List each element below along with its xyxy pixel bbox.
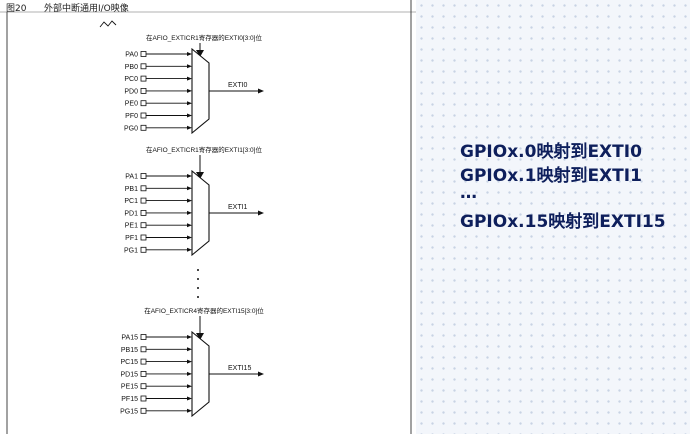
input-pin	[140, 63, 147, 70]
input-pin	[140, 395, 147, 402]
input-arrowhead	[187, 223, 192, 228]
input-pin	[140, 75, 147, 82]
dotted-background	[416, 0, 690, 434]
input-arrowhead	[187, 396, 192, 401]
input-arrowhead	[187, 347, 192, 352]
input-pin	[140, 334, 147, 340]
input-label: PG0	[124, 125, 138, 132]
mapping-line-1: GPIOx.1映射到EXTI1	[460, 166, 642, 186]
mapping-line-15: GPIOx.15映射到EXTI15	[460, 212, 666, 232]
input-arrowhead	[187, 64, 192, 69]
output-label: EXTI15	[228, 365, 251, 372]
input-label: PA0	[125, 52, 138, 59]
input-arrowhead	[187, 235, 192, 240]
input-arrowhead	[187, 210, 192, 215]
input-label: PA1	[125, 174, 138, 181]
input-arrowhead	[187, 335, 192, 339]
input-pin	[140, 370, 147, 377]
output-arrowhead	[258, 210, 264, 216]
input-arrowhead	[187, 101, 192, 106]
input-arrowhead	[187, 384, 192, 389]
input-pin	[140, 222, 147, 229]
multiplexer	[191, 47, 210, 135]
input-arrowhead	[187, 371, 192, 376]
ellipsis-dot	[197, 278, 199, 280]
input-label: PA15	[121, 335, 138, 342]
input-pin	[140, 209, 147, 216]
mapping-ellipsis: …	[460, 183, 477, 203]
input-label: PC1	[124, 198, 138, 205]
caption-pointer	[99, 20, 117, 28]
ellipsis-dot	[197, 287, 199, 289]
input-label: PE1	[125, 223, 138, 230]
multiplexer	[191, 169, 210, 257]
input-arrowhead	[187, 125, 192, 130]
input-pin	[140, 112, 147, 119]
input-label: PE15	[121, 384, 138, 391]
figure-number: 图20	[6, 4, 27, 14]
input-label: PB15	[121, 347, 138, 354]
input-arrowhead	[187, 88, 192, 93]
input-label: PG15	[120, 408, 138, 415]
ellipsis-dot	[197, 269, 199, 271]
input-pin	[140, 197, 147, 204]
input-pin	[140, 185, 147, 192]
register-label: 在AFIO_EXTICR4寄存器的EXTI15[3:0]位	[144, 306, 264, 315]
input-pin	[140, 124, 147, 131]
input-label: PF15	[121, 396, 138, 403]
input-label: PB1	[125, 186, 138, 193]
select-arrowhead	[196, 333, 204, 340]
input-label: PD15	[120, 371, 138, 378]
input-arrowhead	[187, 113, 192, 118]
exti-mapping-diagram: 在AFIO_EXTICR1寄存器的EXTI0[3:0]位 PA0PB0PC0PD0…	[0, 0, 416, 434]
input-arrowhead	[187, 186, 192, 191]
input-pin	[140, 234, 147, 241]
input-label: PC15	[120, 359, 138, 366]
input-arrowhead	[187, 52, 192, 56]
input-pin	[140, 358, 147, 365]
input-pin	[140, 173, 147, 179]
multiplexer	[191, 330, 210, 418]
input-label: PG1	[124, 247, 138, 254]
input-pin	[140, 51, 147, 57]
output-label: EXTI0	[228, 82, 248, 89]
input-label: PF0	[125, 113, 138, 120]
select-arrowhead	[196, 172, 204, 179]
ellipsis-dot	[197, 296, 199, 298]
input-pin	[140, 88, 147, 94]
input-pin	[140, 346, 147, 353]
input-pin	[140, 383, 147, 390]
input-label: PD0	[124, 88, 138, 95]
input-label: PD1	[124, 210, 138, 217]
register-label: 在AFIO_EXTICR1寄存器的EXTI1[3:0]位	[146, 145, 262, 154]
input-label: PC0	[124, 76, 138, 83]
input-arrowhead	[187, 408, 192, 413]
select-arrowhead	[196, 50, 204, 57]
input-label: PE0	[125, 101, 138, 108]
mapping-line-0: GPIOx.0映射到EXTI0	[460, 142, 642, 162]
input-arrowhead	[187, 359, 192, 364]
input-label: PB0	[125, 64, 138, 71]
input-arrowhead	[187, 76, 192, 81]
input-arrowhead	[187, 198, 192, 203]
input-pin	[140, 100, 147, 107]
input-label: PF1	[125, 235, 138, 242]
register-label: 在AFIO_EXTICR1寄存器的EXTI0[3:0]位	[146, 33, 262, 42]
output-label: EXTI1	[228, 204, 248, 211]
output-arrowhead	[258, 371, 264, 377]
input-arrowhead	[187, 247, 192, 252]
input-arrowhead	[187, 174, 192, 178]
input-pin	[140, 246, 147, 253]
figure-caption: 外部中断通用I/O映像	[44, 4, 129, 14]
output-arrowhead	[258, 88, 264, 94]
input-pin	[140, 407, 147, 414]
